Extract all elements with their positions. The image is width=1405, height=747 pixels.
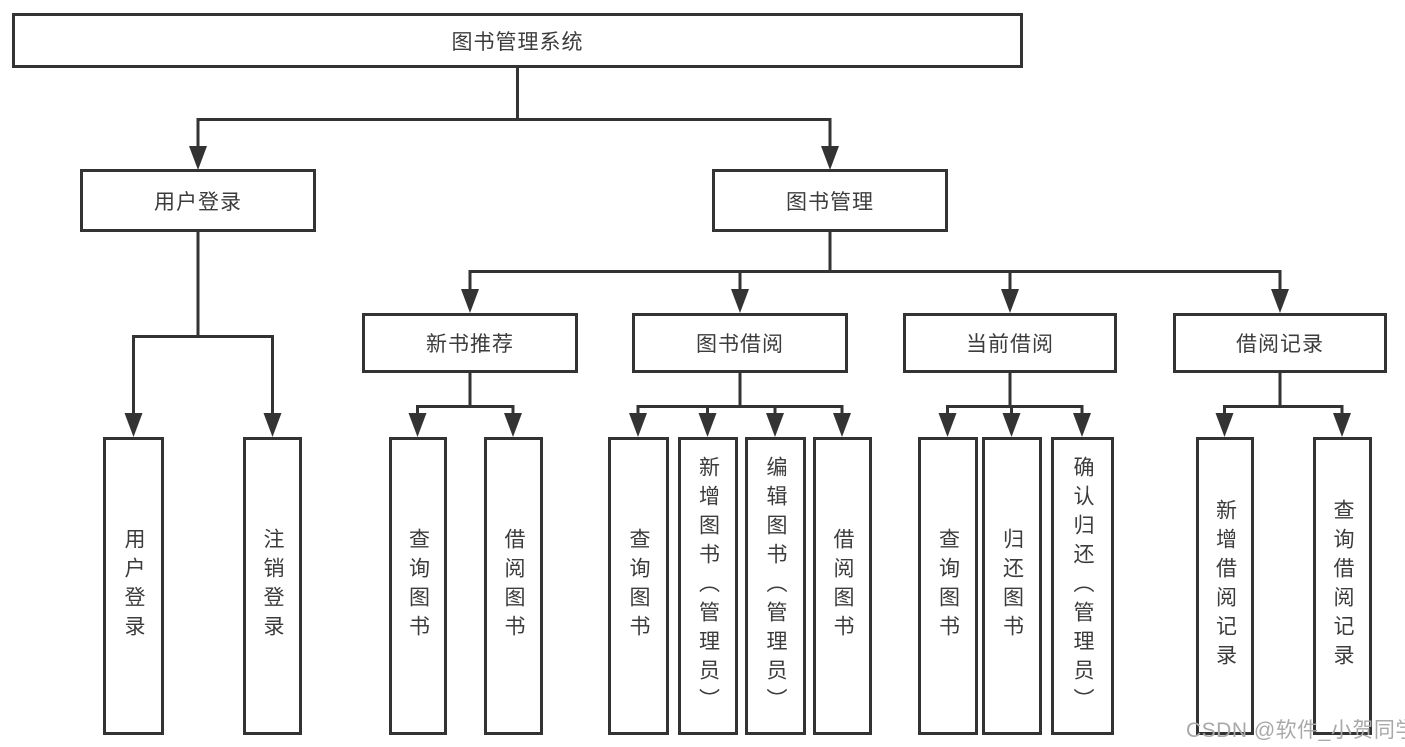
connector xyxy=(132,335,274,420)
arrowhead-down-icon xyxy=(698,413,717,437)
leaf-cb-query-books: 查询图书 xyxy=(918,437,978,735)
node-new-book-recommendation: 新书推荐 xyxy=(362,313,578,373)
arrowhead-down-icon xyxy=(1002,413,1021,437)
arrowhead-down-icon xyxy=(124,413,143,437)
leaf-bb-borrow-books: 借阅图书 xyxy=(813,437,872,735)
leaf-bb-query-books: 查询图书 xyxy=(608,437,669,735)
node-root: 图书管理系统 xyxy=(12,13,1023,68)
connector xyxy=(416,405,515,422)
node-borrowing-records: 借阅记录 xyxy=(1173,313,1387,373)
arrowhead-down-icon xyxy=(1333,413,1351,437)
leaf-bb-add-books-admin: 新增图书（管理员） xyxy=(678,437,738,735)
leaf-nb-borrow-books: 借阅图书 xyxy=(484,437,543,735)
leaf-nb-query-books: 查询图书 xyxy=(389,437,447,735)
csdn-watermark: CSDN @软件_小贺同学 xyxy=(1186,719,1405,742)
leaf-logout: 注销登录 xyxy=(243,437,302,735)
arrowhead-down-icon xyxy=(629,413,647,437)
node-user-login: 用户登录 xyxy=(80,169,316,232)
arrowhead-down-icon xyxy=(263,413,282,437)
arrowhead-down-icon xyxy=(504,413,522,437)
arrowhead-down-icon xyxy=(938,413,957,437)
node-book-borrowing: 图书借阅 xyxy=(632,313,848,373)
arrowhead-down-icon xyxy=(833,413,851,437)
connector xyxy=(468,270,1282,296)
arrowhead-down-icon xyxy=(408,413,427,437)
arrowhead-down-icon xyxy=(1073,413,1091,437)
arrowhead-down-icon xyxy=(731,289,749,313)
arrowheads xyxy=(124,146,1351,437)
connector xyxy=(1223,405,1344,422)
arrowhead-down-icon xyxy=(1001,289,1019,313)
leaf-user-login: 用户登录 xyxy=(103,437,164,735)
leaf-br-query-record: 查询借阅记录 xyxy=(1313,437,1372,735)
arrowhead-down-icon xyxy=(766,413,784,437)
leaf-br-add-record: 新增借阅记录 xyxy=(1196,437,1254,735)
arrowhead-down-icon xyxy=(189,146,207,170)
node-book-management: 图书管理 xyxy=(712,169,948,232)
node-current-borrowing: 当前借阅 xyxy=(903,313,1117,373)
arrowhead-down-icon xyxy=(1271,289,1289,313)
connector xyxy=(636,405,844,422)
arrowhead-down-icon xyxy=(1215,413,1234,437)
arrowhead-down-icon xyxy=(821,146,839,170)
connector xyxy=(196,118,832,152)
leaf-bb-edit-books-admin: 编辑图书（管理员） xyxy=(745,437,806,735)
leaf-cb-confirm-return-admin: 确认归还（管理员） xyxy=(1051,437,1114,735)
arrowhead-down-icon xyxy=(461,289,479,313)
leaf-cb-return-books: 归还图书 xyxy=(982,437,1042,735)
